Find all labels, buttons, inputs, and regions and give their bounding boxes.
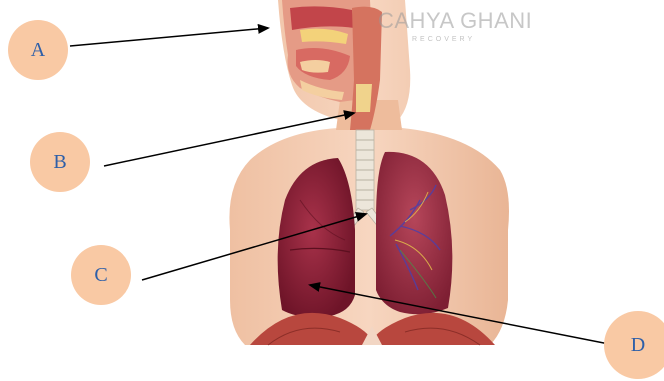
- arrow-a: [70, 28, 268, 46]
- watermark-brand: CAHYA GHANI: [378, 8, 532, 34]
- label-b: B: [30, 132, 90, 192]
- watermark-tagline: RECOVERY: [412, 36, 475, 43]
- label-a: A: [8, 20, 68, 80]
- label-c: C: [71, 245, 131, 305]
- label-d: D: [604, 311, 664, 379]
